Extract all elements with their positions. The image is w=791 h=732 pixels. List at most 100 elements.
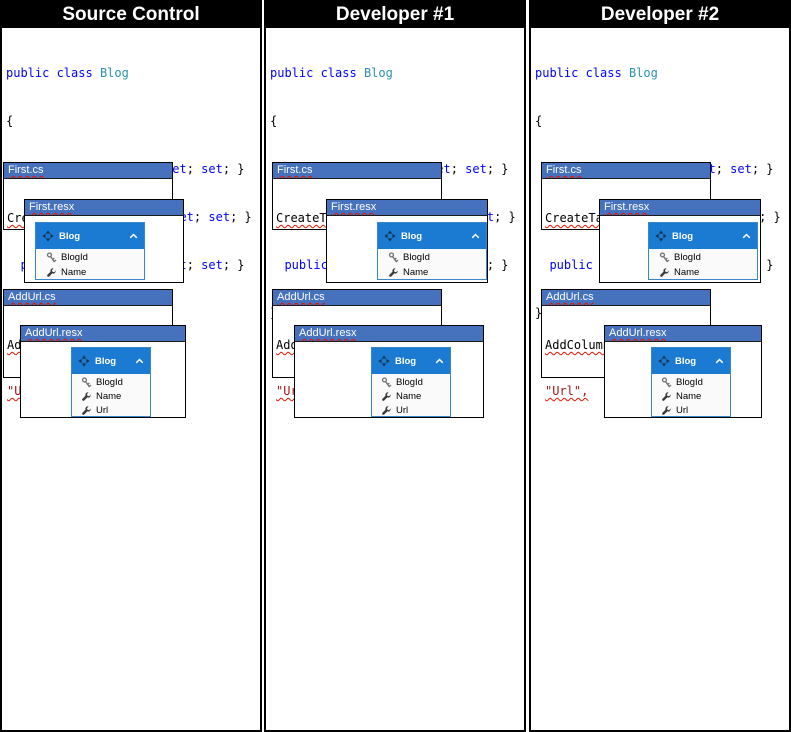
wrench-icon xyxy=(660,405,672,416)
window-titlebar[interactable]: AddUrl.cs xyxy=(542,290,710,306)
code-line: public class Blog xyxy=(270,65,524,81)
panel: Developer #1 public class Blog { public … xyxy=(264,0,526,732)
entity-table-icon xyxy=(42,230,54,242)
code-token: public class xyxy=(535,66,622,80)
code-token: set xyxy=(201,162,223,176)
entity-field-name: Url xyxy=(676,404,689,416)
window-titlebar[interactable]: First.resx xyxy=(327,200,487,216)
entity-field-name: BlogId xyxy=(396,376,423,388)
entity-field-row: Name xyxy=(378,265,486,280)
entity-field-row: BlogId xyxy=(378,250,486,265)
window-titlebar[interactable]: First.cs xyxy=(542,163,710,179)
code-token: public class xyxy=(6,66,93,80)
code-token xyxy=(270,258,284,272)
entity-field-name: Name xyxy=(403,267,429,278)
code-token: Blog xyxy=(363,66,393,80)
code-token: ; } xyxy=(494,210,516,224)
window-titlebar[interactable]: First.resx xyxy=(600,200,760,216)
entity-fields: BlogId Name Url xyxy=(72,374,150,417)
window-titlebar[interactable]: First.cs xyxy=(4,163,172,179)
key-icon xyxy=(658,252,670,263)
code-line: public class Blog xyxy=(535,65,789,81)
entity-field-row: Name xyxy=(652,389,730,403)
panel-title: Developer #2 xyxy=(531,2,789,28)
key-icon xyxy=(80,376,92,388)
entity-header: Blog xyxy=(36,223,144,249)
window-titlebar[interactable]: AddUrl.cs xyxy=(273,290,441,306)
chevron-up-icon[interactable] xyxy=(435,358,444,364)
entity-field-row: Url xyxy=(72,403,150,417)
entity-field-row: BlogId xyxy=(372,375,450,389)
window-titlebar[interactable]: AddUrl.resx xyxy=(295,326,483,342)
entity-field-name: BlogId xyxy=(674,252,701,263)
window-title: AddUrl.cs xyxy=(546,291,594,303)
chevron-up-icon[interactable] xyxy=(135,358,144,364)
entity-table-icon xyxy=(658,355,670,367)
code-token: public xyxy=(549,258,593,272)
entity-field-name: BlogId xyxy=(96,376,123,388)
entity-field-name: Name xyxy=(674,267,700,278)
window-title: First.cs xyxy=(277,164,313,176)
code-token: ; } xyxy=(230,210,252,224)
entity-blog: Blog BlogId Name xyxy=(648,222,758,280)
window-first-resx: First.resx Blog BlogId Name xyxy=(599,199,761,283)
window-titlebar[interactable]: AddUrl.resx xyxy=(605,326,761,342)
code-token: ; xyxy=(186,162,202,176)
key-icon xyxy=(660,376,672,388)
window-title: First.resx xyxy=(604,201,650,213)
code-token: set xyxy=(730,162,752,176)
window-titlebar[interactable]: First.resx xyxy=(25,200,183,216)
code-token: ; xyxy=(450,162,466,176)
code-token: ; } xyxy=(751,162,774,176)
entity-fields: BlogId Name Url xyxy=(652,374,730,417)
chevron-up-icon[interactable] xyxy=(742,233,751,239)
chevron-up-icon[interactable] xyxy=(715,358,724,364)
window-first-resx: First.resx Blog BlogId Name xyxy=(24,199,184,283)
entity-blog: Blog BlogId Name Url xyxy=(371,347,451,417)
window-title: First.cs xyxy=(8,164,44,176)
panel-title: Developer #1 xyxy=(266,2,524,28)
window-titlebar[interactable]: First.cs xyxy=(273,163,441,179)
entity-name: Blog xyxy=(672,230,694,242)
code-token xyxy=(93,66,100,80)
entity-table-icon xyxy=(78,355,90,367)
code-line: public class Blog xyxy=(6,65,260,81)
code-line: } xyxy=(535,305,789,321)
code-token xyxy=(6,258,20,272)
chevron-up-icon[interactable] xyxy=(129,233,138,239)
entity-fields: BlogId Name Url xyxy=(372,374,450,417)
code-token: Blog xyxy=(99,66,129,80)
code-token: { xyxy=(270,114,278,128)
entity-blog: Blog BlogId Name xyxy=(35,222,145,280)
code-token: ; xyxy=(186,258,202,272)
window-titlebar[interactable]: AddUrl.resx xyxy=(21,326,185,342)
key-icon xyxy=(387,252,399,263)
wrench-icon xyxy=(660,391,672,402)
code-token: ; } xyxy=(486,162,509,176)
panel: Developer #2 public class Blog { public … xyxy=(529,0,791,732)
entity-field-row: Name xyxy=(372,389,450,403)
code-token xyxy=(357,66,364,80)
entity-blog: Blog BlogId Name Url xyxy=(71,347,151,417)
entity-name: Blog xyxy=(401,230,423,242)
entity-field-row: Url xyxy=(372,403,450,417)
entity-header: Blog xyxy=(72,348,150,374)
code-token: } xyxy=(535,306,543,320)
window-titlebar[interactable]: AddUrl.cs xyxy=(4,290,172,306)
entity-table-icon xyxy=(378,355,390,367)
wrench-icon xyxy=(380,391,392,402)
window-title: AddUrl.cs xyxy=(8,291,56,303)
entity-fields: BlogId Name xyxy=(378,249,486,280)
entity-field-row: Name xyxy=(72,389,150,403)
code-token: ; xyxy=(193,210,209,224)
code-token: { xyxy=(6,114,14,128)
code-token: set xyxy=(208,210,231,224)
entity-fields: BlogId Name xyxy=(36,249,144,280)
panel-title: Source Control xyxy=(2,2,260,28)
window-title: AddUrl.resx xyxy=(299,327,357,339)
wrench-icon xyxy=(658,267,670,278)
code-token: public xyxy=(284,258,328,272)
entity-name: Blog xyxy=(95,355,117,367)
code-token: ; } xyxy=(486,258,509,272)
chevron-up-icon[interactable] xyxy=(471,233,480,239)
